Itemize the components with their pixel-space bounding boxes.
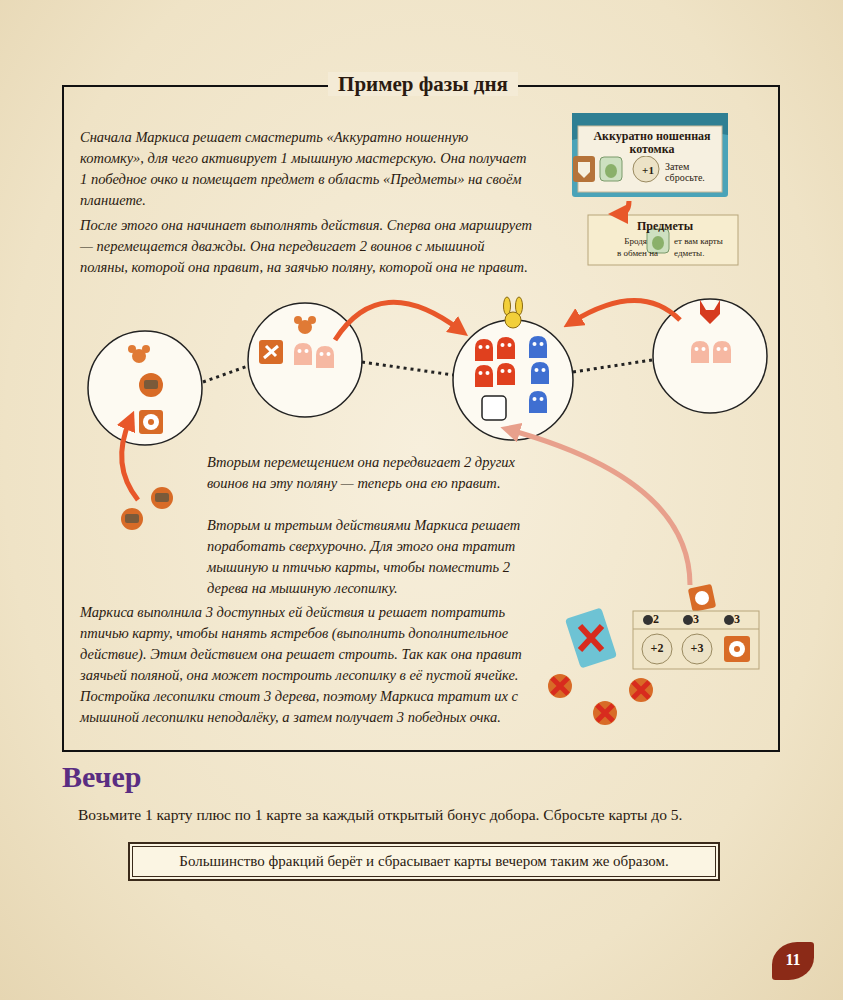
- warrior-eye: [479, 371, 483, 375]
- warrior: [475, 365, 493, 387]
- warrior-eye: [717, 347, 721, 351]
- sawmill-track: [633, 584, 759, 669]
- warrior-eye: [533, 342, 537, 346]
- march-arrow: [335, 302, 460, 340]
- card-title: Аккуратно ношенная котомка: [588, 130, 716, 156]
- spent-wood: [548, 674, 653, 725]
- warrior-eye: [298, 349, 302, 353]
- warrior: [475, 339, 493, 361]
- warrior-eye: [508, 343, 512, 347]
- warrior-eye: [540, 342, 544, 346]
- warrior: [529, 336, 547, 358]
- example-text: После этого она начинает выполнять дейст…: [80, 215, 532, 278]
- warrior-eye: [305, 349, 309, 353]
- panel-text: ет вам карты: [674, 236, 736, 246]
- warrior-eye: [479, 345, 483, 349]
- clearings: [88, 299, 767, 445]
- rabbit-symbol: [504, 297, 523, 328]
- warrior-eye: [486, 345, 490, 349]
- warrior-eye: [724, 347, 728, 351]
- warrior: [713, 341, 731, 363]
- example-text: Сначала Маркиса решает смастерить «Аккур…: [80, 127, 535, 211]
- warrior-eye: [508, 369, 512, 373]
- warrior-eye: [501, 343, 505, 347]
- track-value: +3: [685, 641, 709, 656]
- track-value: 3: [693, 612, 705, 627]
- warrior-eye: [542, 368, 546, 372]
- warrior: [497, 363, 515, 385]
- empty-slot: [482, 396, 506, 420]
- item-card: Аккуратно ношенная котомка +1 Затем сбрось…: [574, 115, 730, 199]
- warrior-eye: [533, 397, 537, 401]
- warrior-eye: [702, 347, 706, 351]
- cross: [633, 682, 649, 698]
- warrior-eye: [501, 369, 505, 373]
- warriors: [294, 336, 731, 413]
- wood-tokens: [121, 487, 173, 530]
- panel-text: Бродя: [595, 236, 647, 246]
- wood-arrow: [122, 420, 138, 500]
- fox-symbol: [700, 300, 720, 324]
- warrior: [497, 337, 515, 359]
- warrior: [529, 391, 547, 413]
- note-text: Большинство фракций берёт и сбрасывает к…: [144, 852, 704, 871]
- track-value: +2: [645, 641, 669, 656]
- panel-text: в обмен на: [610, 248, 658, 258]
- panel-text: едметы.: [674, 248, 734, 258]
- example-title: Пример фазы дня: [64, 72, 782, 97]
- page-number-leaf: 11: [772, 942, 814, 980]
- cross: [552, 678, 568, 694]
- page-number: 11: [772, 951, 814, 969]
- cross: [597, 705, 613, 721]
- wood-token: [548, 674, 572, 698]
- example-text: Вторым перемещением она передвигает 2 др…: [207, 452, 537, 494]
- warrior-eye: [486, 371, 490, 375]
- march-arrow-2: [572, 300, 680, 322]
- warrior: [531, 362, 549, 384]
- item-card: [572, 113, 728, 197]
- example-box: Пример фазы дняСначала Маркиса решает см…: [62, 85, 780, 752]
- warrior-eye: [320, 352, 324, 356]
- items-panel: ПредметыБродя ет вам карты в обмен на едмет…: [590, 217, 740, 267]
- track-value: 2: [653, 612, 665, 627]
- warrior: [316, 346, 334, 368]
- warrior-eye: [327, 352, 331, 356]
- rule-text: Возьмите 1 карту плюс по 1 карте за кажд…: [78, 806, 818, 824]
- example-text: Вторым и третьим действиями Маркиса реша…: [207, 515, 542, 599]
- track-value: 3: [734, 612, 746, 627]
- example-text: Маркиса выполнила 3 доступных ей действи…: [80, 602, 552, 728]
- spent-bird-card: [565, 607, 617, 668]
- mouse-symbol: [128, 316, 316, 363]
- workshop: [259, 340, 283, 364]
- card-points: +1: [637, 164, 659, 176]
- warrior-eye: [540, 397, 544, 401]
- connector-arrow: [618, 201, 629, 214]
- section-heading: Вечер: [62, 760, 262, 794]
- warrior: [691, 341, 709, 363]
- warrior: [294, 343, 312, 365]
- note-box: Большинство фракций берёт и сбрасывает к…: [128, 842, 720, 881]
- sawmill-with-wood: [139, 373, 163, 434]
- warrior-eye: [535, 368, 539, 372]
- warrior-eye: [695, 347, 699, 351]
- card-effect: Затем сбросьте.: [665, 161, 721, 183]
- build-arrow: [510, 430, 690, 585]
- wood-token: [593, 701, 617, 725]
- panel-title: Предметы: [590, 219, 740, 234]
- wood-token: [629, 678, 653, 702]
